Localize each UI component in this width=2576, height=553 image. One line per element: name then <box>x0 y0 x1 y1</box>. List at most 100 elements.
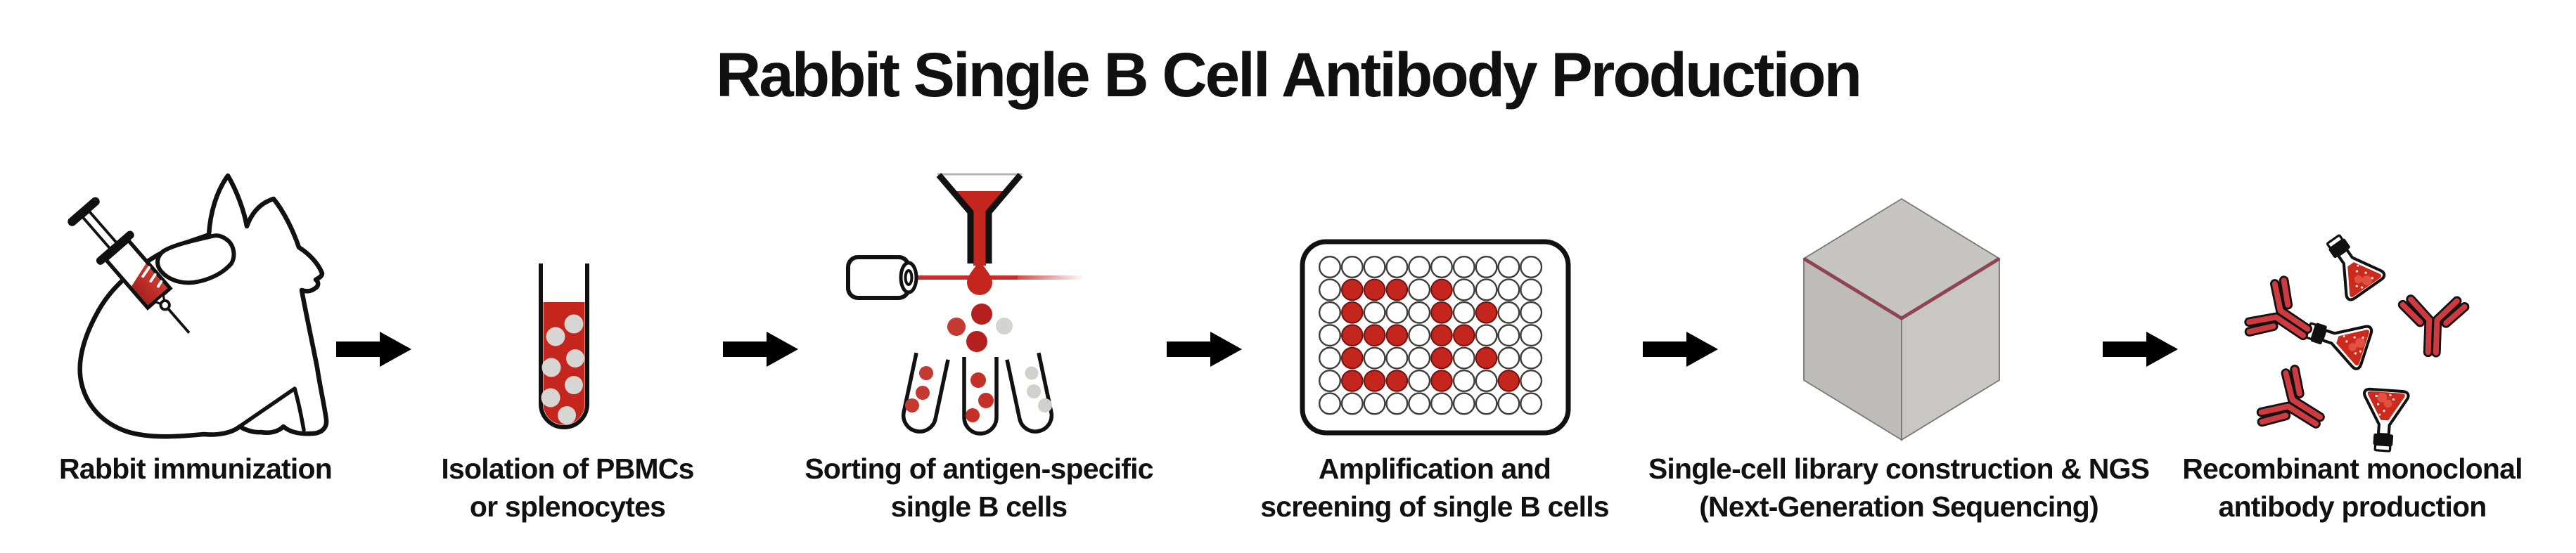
well-empty <box>1497 301 1520 324</box>
well-empty <box>1475 256 1498 279</box>
label-amplification-screening: Amplification and screening of single B … <box>1260 453 1609 523</box>
well-empty <box>1363 256 1386 279</box>
well-empty <box>1452 392 1475 415</box>
well-empty <box>1363 346 1386 370</box>
well-empty <box>1475 370 1498 393</box>
rabbit-syringe-icon <box>68 173 329 439</box>
rabbit-drooping-ear <box>155 233 236 285</box>
well-positive <box>1430 324 1453 347</box>
label-sorting-b-cells: Sorting of antigen-specific single B cel… <box>805 453 1153 523</box>
antibody-icon <box>2257 367 2335 447</box>
well-empty <box>1340 256 1364 279</box>
well-empty <box>1408 256 1431 279</box>
antibody-flask-icon <box>2245 227 2465 453</box>
facs-cell-sorter-icon <box>846 173 1084 436</box>
well-empty <box>1452 256 1475 279</box>
well-empty <box>1318 370 1341 393</box>
well-empty <box>1452 346 1475 370</box>
droplet <box>967 261 992 295</box>
well-empty <box>1497 392 1520 415</box>
flask-icon <box>2360 389 2408 452</box>
well-empty <box>1318 278 1341 301</box>
well-positive <box>1430 301 1453 324</box>
well-empty <box>1452 370 1475 393</box>
label-isolation-pbmcs: Isolation of PBMCs or splenocytes <box>441 453 694 523</box>
well-positive <box>1497 370 1520 392</box>
well-empty <box>1385 256 1409 279</box>
well-empty <box>1520 346 1543 370</box>
well-positive <box>1341 370 1364 392</box>
well-positive <box>1430 278 1453 301</box>
well-positive <box>1385 324 1409 347</box>
well-empty <box>1475 278 1498 301</box>
well-empty <box>1340 392 1364 415</box>
well-positive <box>1430 370 1453 392</box>
well-empty <box>1452 301 1475 324</box>
well-positive <box>1385 370 1409 392</box>
well-positive <box>1385 278 1409 301</box>
arrow-icon <box>1167 332 1242 367</box>
arrow-icon <box>1643 332 1718 367</box>
blood-collection-tube-icon <box>539 264 589 429</box>
well-empty <box>1385 301 1409 324</box>
well-positive <box>1430 346 1453 370</box>
pbmc-cells <box>541 314 584 424</box>
well-empty <box>1497 324 1520 347</box>
well-empty <box>1520 256 1543 279</box>
well-positive <box>1475 346 1498 370</box>
label-rabbit-immunization: Rabbit immunization <box>59 453 333 485</box>
well-empty <box>1318 324 1341 347</box>
well-empty <box>1408 278 1431 301</box>
well-empty <box>1520 301 1543 324</box>
well-positive <box>1453 324 1475 347</box>
well-empty <box>1408 324 1431 347</box>
arrow-icon <box>336 332 411 367</box>
well-empty <box>1385 346 1409 370</box>
flask-icon <box>2315 227 2386 301</box>
well-empty <box>1475 324 1498 347</box>
antibody-icon <box>2245 278 2323 358</box>
ngs-flow-cube-icon <box>1802 197 2001 441</box>
well-empty <box>1408 301 1431 324</box>
96-well-plate-icon <box>1300 239 1571 436</box>
well-empty <box>1520 278 1543 301</box>
well-empty <box>1408 346 1431 370</box>
well-empty <box>1363 301 1386 324</box>
well-empty <box>1318 346 1341 370</box>
antibody-icon <box>2401 299 2465 353</box>
well-empty <box>1430 392 1453 415</box>
arrow-icon <box>2103 332 2178 367</box>
well-empty <box>1318 256 1341 279</box>
well-empty <box>1318 392 1341 415</box>
well-empty <box>1497 278 1520 301</box>
well-empty <box>1520 392 1543 415</box>
syringe-icon <box>68 197 191 334</box>
well-grid <box>1318 256 1543 415</box>
cube-accent-edge <box>1802 256 2001 320</box>
well-empty <box>1363 392 1386 415</box>
well-positive <box>1475 301 1498 324</box>
arrow-icon <box>723 332 798 367</box>
well-positive <box>1341 346 1364 370</box>
well-empty <box>1318 301 1341 324</box>
laser-icon <box>846 255 1084 300</box>
well-empty <box>1475 392 1498 415</box>
well-empty <box>1497 256 1520 279</box>
falling-cells <box>947 304 1013 352</box>
label-recombinant-production: Recombinant monoclonal antibody producti… <box>2182 453 2523 523</box>
rabbit-silhouette <box>77 173 329 439</box>
well-positive <box>1341 278 1364 301</box>
well-empty <box>1408 370 1431 393</box>
well-empty <box>1408 392 1431 415</box>
well-positive <box>1363 370 1386 392</box>
well-empty <box>1430 256 1453 279</box>
well-empty <box>1385 392 1409 415</box>
well-empty <box>1520 324 1543 347</box>
well-empty <box>1452 278 1475 301</box>
page-title: Rabbit Single B Cell Antibody Production <box>715 39 1862 110</box>
rabbit-front-leg-line <box>238 386 306 432</box>
well-positive <box>1341 324 1364 347</box>
label-library-ngs: Single-cell library construction & NGS (… <box>1648 453 2150 523</box>
flask-icon <box>2302 309 2373 370</box>
